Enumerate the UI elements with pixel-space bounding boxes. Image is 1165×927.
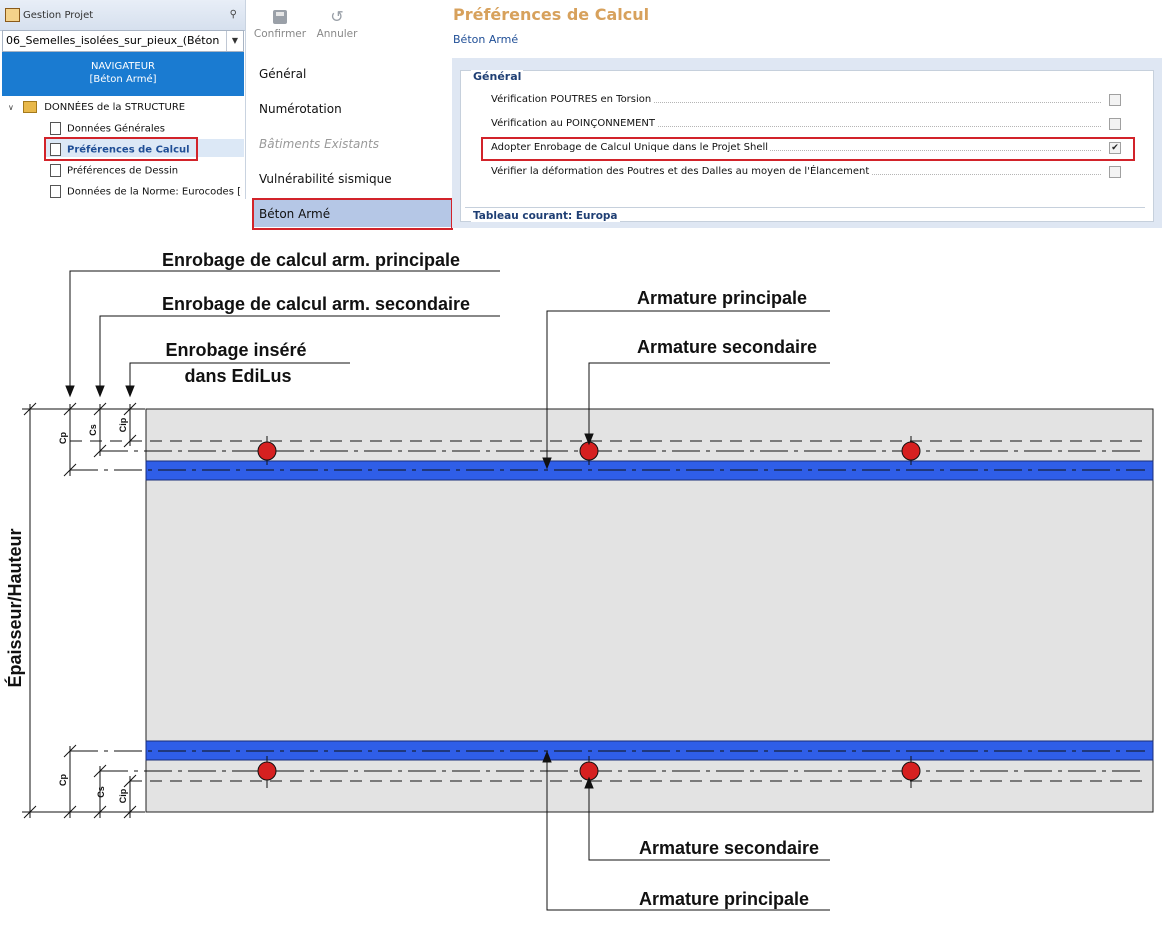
preferences-pane: Préférences de Calcul Béton Armé Général… — [452, 0, 1162, 228]
folder-icon — [23, 101, 38, 113]
menu-item-existing-buildings[interactable]: Bâtiments Existants — [252, 129, 452, 159]
document-icon — [50, 143, 61, 156]
tree-item[interactable]: Préférences de Dessin — [50, 164, 178, 177]
dim-cs-bottom: Cs — [96, 786, 106, 798]
label-secondary-top: Armature secondaire — [637, 337, 817, 357]
option-label: Vérification au POINÇONNEMENT — [491, 118, 658, 129]
chevron-down-icon[interactable]: ▼ — [226, 31, 243, 51]
cancel-label: Annuler — [316, 28, 358, 40]
highlight-box — [44, 137, 198, 161]
pin-icon[interactable]: ⚲ — [229, 9, 237, 20]
navigator-title: NAVIGATEUR — [91, 61, 155, 72]
label-main-top: Armature principale — [637, 288, 807, 308]
secondary-bars — [257, 436, 921, 788]
menu-item-seismic[interactable]: Vulnérabilité sismique — [252, 164, 452, 194]
confirm-button[interactable]: Confirmer — [252, 8, 308, 40]
secondary-bar-section — [257, 761, 277, 781]
undo-icon: ↺ — [330, 7, 344, 26]
menu-item-label: Numérotation — [259, 102, 342, 116]
menu-item-numbering[interactable]: Numérotation — [252, 94, 452, 124]
chevron-down-icon[interactable]: ∨ — [8, 103, 14, 112]
menu-item-label: Bâtiments Existants — [259, 137, 379, 151]
label-main-bottom: Armature principale — [639, 889, 809, 909]
option-checkbox[interactable] — [1109, 166, 1121, 178]
navigator-header: NAVIGATEUR [Béton Armé] — [2, 52, 244, 96]
label-thickness: Épaisseur/Hauteur — [4, 528, 25, 687]
label-cover-inserted-1: Enrobage inséré — [165, 340, 306, 360]
tree-item[interactable]: Données de la Norme: Eurocodes [N/ — [50, 185, 242, 198]
tree-item-label: Données Générales — [67, 123, 165, 135]
menu-item-label: Vulnérabilité sismique — [259, 172, 392, 186]
tree-selection-highlight — [44, 139, 244, 157]
label-cover-inserted-2: dans EdiLus — [184, 366, 291, 386]
page-subtitle: Béton Armé — [453, 33, 519, 46]
page-title: Préférences de Calcul — [453, 5, 650, 24]
document-icon — [50, 122, 61, 135]
leader-dots — [491, 126, 1101, 127]
project-tree-icon — [5, 8, 20, 22]
project-select-value: 06_Semelles_isolées_sur_pieux_(Béton — [6, 34, 220, 47]
label-cover-secondary: Enrobage de calcul arm. secondaire — [162, 294, 470, 314]
option-label: Adopter Enrobage de Calcul Unique dans l… — [491, 142, 771, 153]
dim-cp-top: Cp — [58, 432, 68, 444]
dim-cip-bottom: Cip — [118, 788, 128, 803]
highlight-box — [481, 137, 1135, 161]
confirm-label: Confirmer — [253, 28, 307, 40]
option-label: Vérification POUTRES en Torsion — [491, 94, 654, 105]
secondary-bar-section — [901, 761, 921, 781]
group-title: Général — [471, 70, 524, 83]
option-row-unique-cover[interactable]: Adopter Enrobage de Calcul Unique dans l… — [483, 139, 1131, 157]
menu-item-general[interactable]: Général — [252, 59, 452, 89]
general-group: Général Vérification POUTRES en Torsion … — [460, 70, 1154, 222]
option-row-punching[interactable]: Vérification au POINÇONNEMENT — [483, 115, 1131, 133]
dim-cs-top: Cs — [88, 424, 98, 436]
menu-item-label: Béton Armé — [259, 207, 331, 221]
toolbar: Confirmer ↺ Annuler — [246, 0, 452, 58]
project-select[interactable]: 06_Semelles_isolées_sur_pieux_(Béton ▼ — [2, 30, 244, 52]
pane-header: Préférences de Calcul Béton Armé — [452, 0, 1162, 56]
project-panel: Gestion Projet ⚲ 06_Semelles_isolées_sur… — [0, 0, 246, 199]
tree-item-label: Préférences de Dessin — [67, 165, 179, 177]
cover-diagram: Enrobage de calcul arm. principale Enrob… — [4, 250, 1154, 911]
group2-title: Tableau courant: Europa — [471, 210, 620, 222]
secondary-bar-section — [257, 441, 277, 461]
option-row-slenderness[interactable]: Vérifier la déformation des Poutres et d… — [483, 163, 1131, 181]
highlight-box — [252, 198, 453, 230]
option-checkbox[interactable] — [1109, 94, 1121, 106]
cancel-button[interactable]: ↺ Annuler — [312, 7, 362, 41]
panel-header: Gestion Projet ⚲ — [0, 0, 245, 31]
option-checkbox[interactable] — [1109, 118, 1121, 130]
dim-cp-bottom: Cp — [58, 774, 68, 786]
tree-root-label: DONNÉES de la STRUCTURE — [44, 102, 186, 113]
secondary-bar-section — [901, 441, 921, 461]
tree-item-selected[interactable]: Préférences de Calcul — [50, 143, 190, 156]
option-row-torsion[interactable]: Vérification POUTRES en Torsion — [483, 91, 1131, 109]
menu-item-reinforced-concrete[interactable]: Béton Armé — [252, 199, 452, 227]
tree-item[interactable]: Données Générales — [50, 122, 165, 135]
pane-body: Général Vérification POUTRES en Torsion … — [452, 58, 1162, 228]
label-secondary-bottom: Armature secondaire — [639, 838, 819, 858]
label-cover-main: Enrobage de calcul arm. principale — [162, 250, 460, 270]
tree-item-label: Données de la Norme: Eurocodes [N/ — [67, 186, 242, 198]
menu-item-label: Général — [259, 67, 307, 81]
document-icon — [50, 185, 61, 198]
save-icon — [273, 10, 287, 24]
panel-title: Gestion Projet — [23, 10, 94, 21]
group-divider — [465, 207, 1145, 208]
option-label: Vérifier la déformation des Poutres et d… — [491, 166, 872, 177]
leader-dots — [491, 102, 1101, 103]
document-icon — [50, 164, 61, 177]
dim-cip-top: Cip — [118, 417, 128, 432]
navigator-context: [Béton Armé] — [89, 74, 157, 85]
leader-dots — [491, 150, 1101, 151]
option-checkbox-checked[interactable]: ✔ — [1109, 142, 1121, 154]
tree-item-structure-data[interactable]: ∨ DONNÉES de la STRUCTURE — [8, 101, 185, 113]
tree-item-label: Préférences de Calcul — [67, 144, 190, 156]
